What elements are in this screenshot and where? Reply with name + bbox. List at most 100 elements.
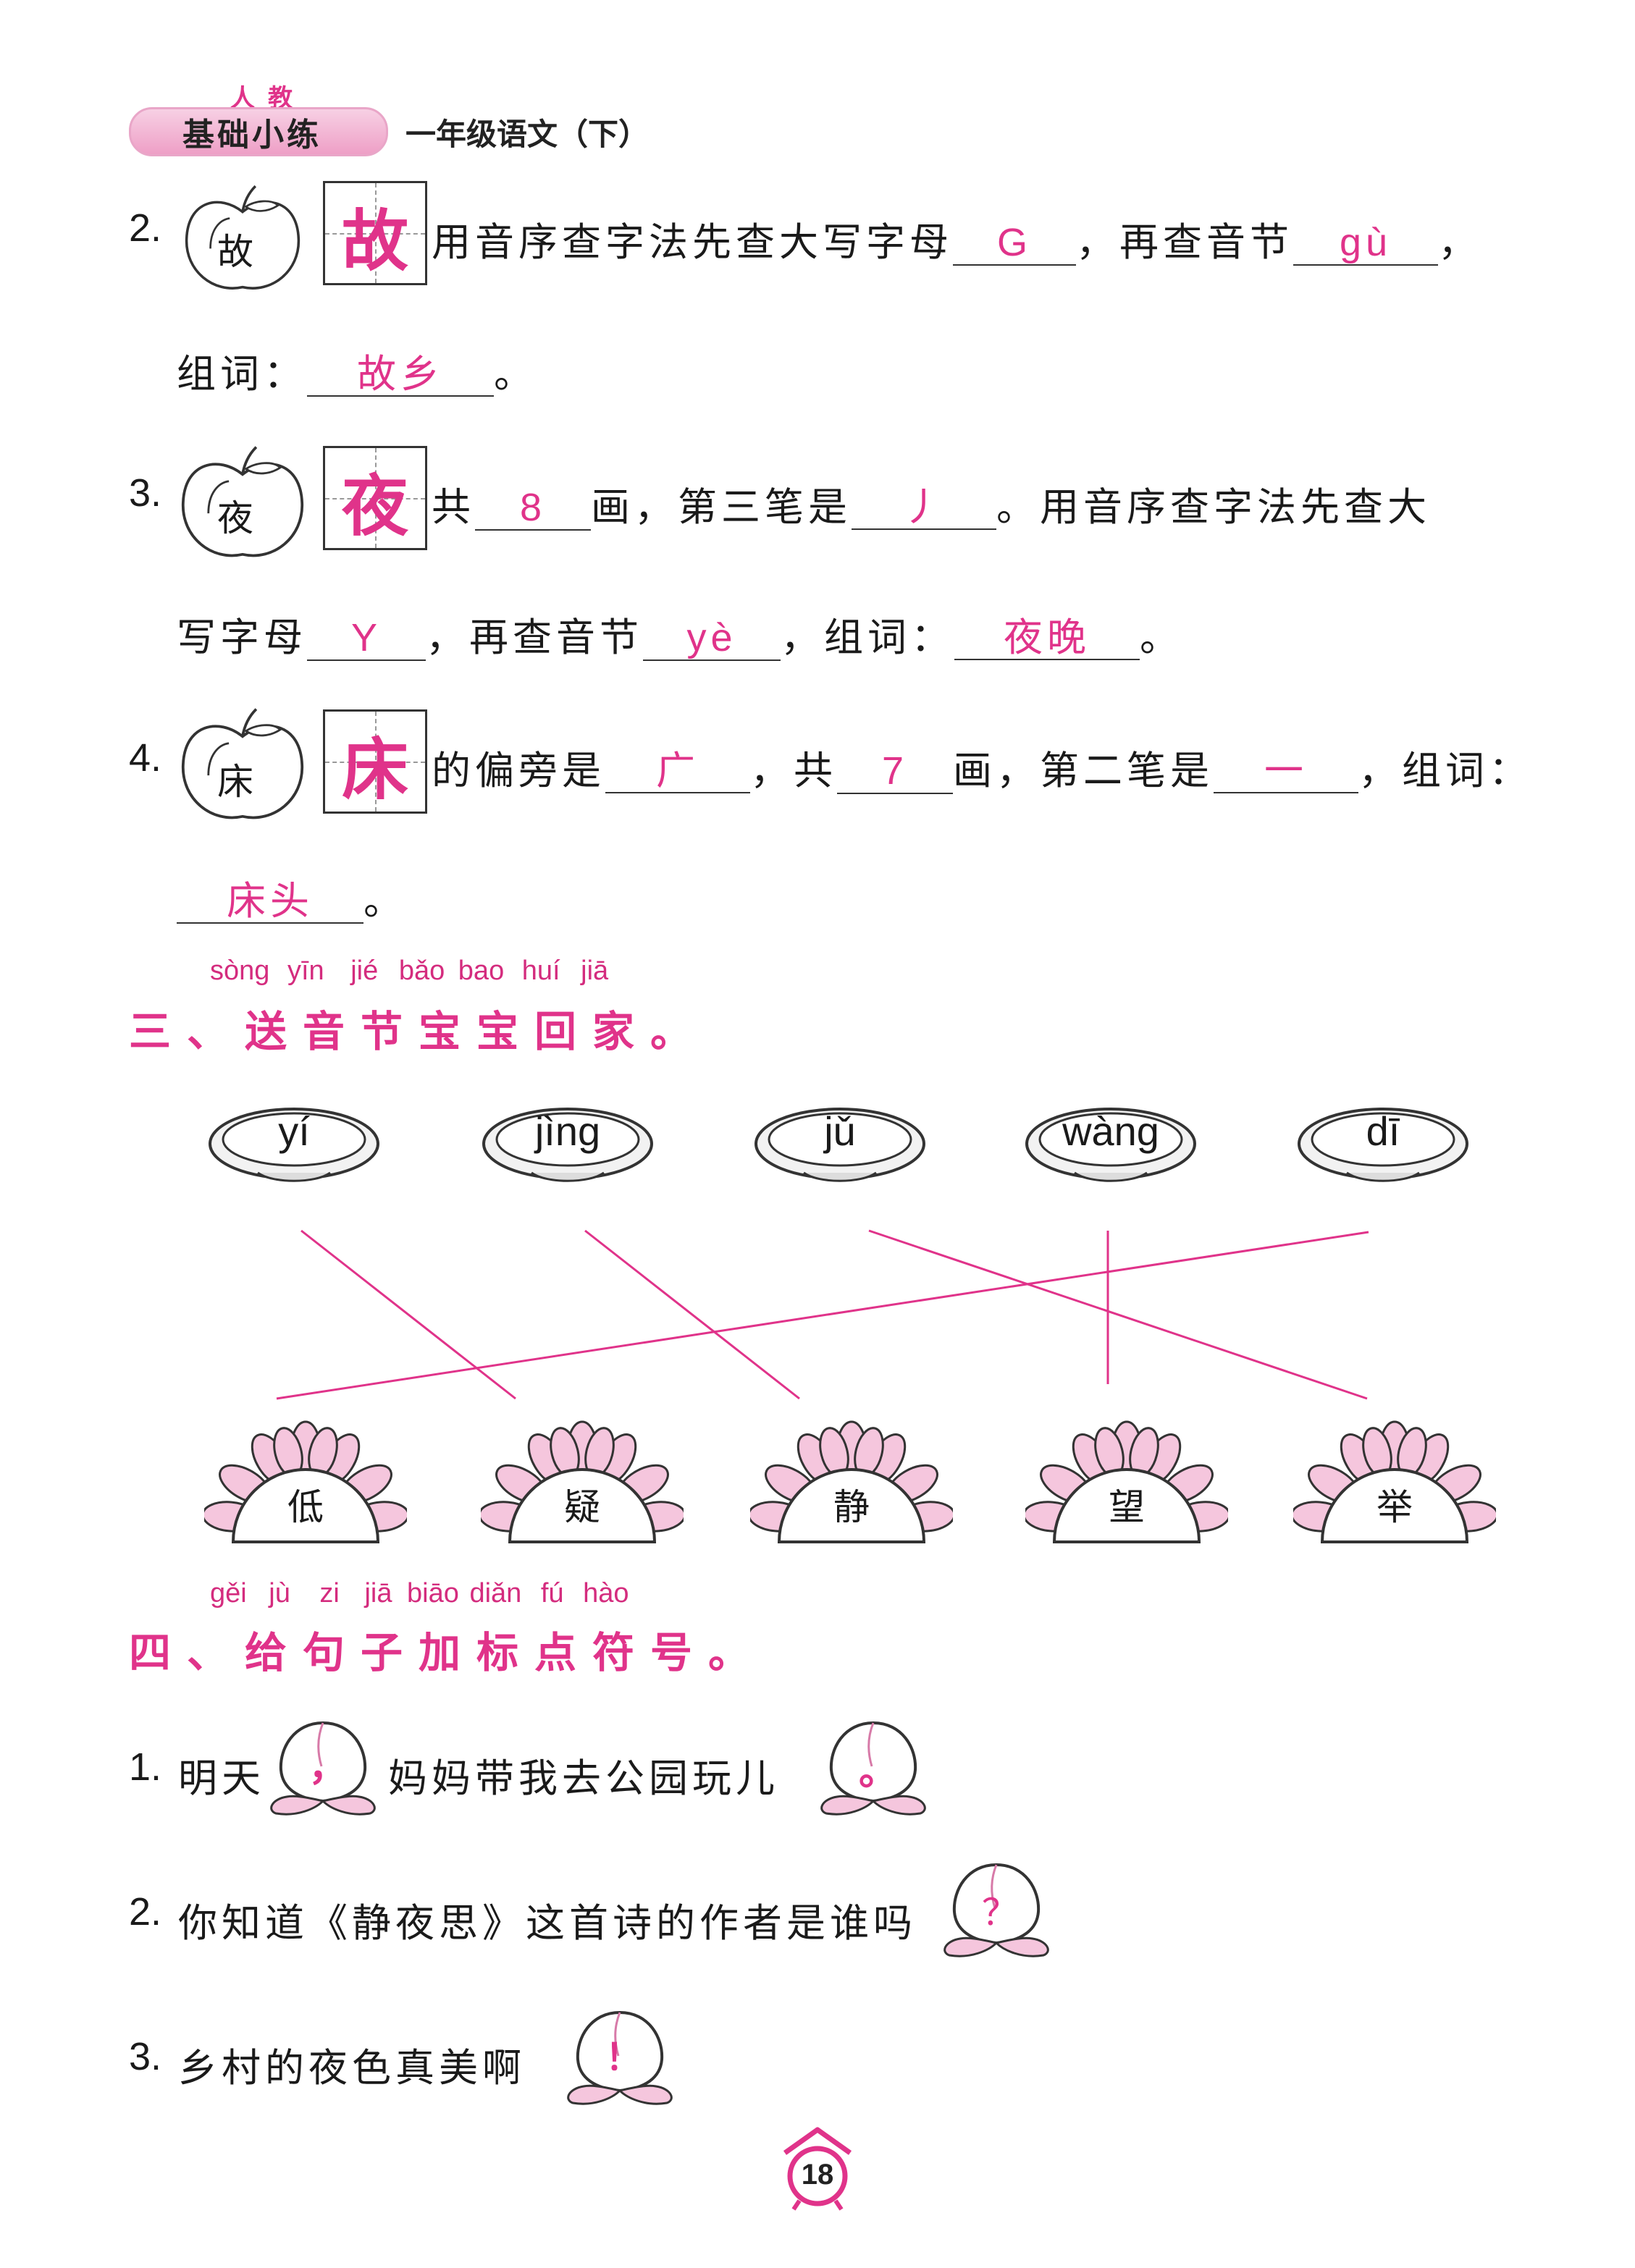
box-char: 故	[341, 202, 408, 280]
flower-char[interactable]: 静	[833, 1486, 870, 1528]
box-char: 床	[341, 730, 408, 809]
question-text: ，组词：	[1358, 748, 1532, 793]
punctuation-answer[interactable]: ，	[308, 1743, 348, 1789]
pinyin-syllable: fú	[540, 1578, 564, 1609]
question-text: 的偏旁是	[432, 748, 605, 793]
match-line	[300, 1229, 516, 1400]
punctuation-answer[interactable]: ？	[982, 1892, 1018, 1933]
box-char: 夜	[341, 467, 408, 545]
flower-char[interactable]: 望	[1109, 1486, 1145, 1528]
answer-blank-letter[interactable]: G	[953, 221, 1076, 266]
question-text: 写字母	[177, 615, 307, 660]
sentence-text: 你知道《静夜思》这首诗的作者是谁吗	[178, 1900, 917, 1946]
answer-blank-strokes[interactable]: 7	[837, 749, 953, 795]
question-text: ，再查音节	[1076, 219, 1293, 265]
section-title: 四、给句子加标点符号。	[129, 1628, 767, 1677]
pinyin-syllable: gěi	[210, 1578, 247, 1609]
pinyin-syllable: hào	[583, 1578, 629, 1609]
pinyin-syllable: diǎn	[469, 1578, 522, 1609]
section-3: sòng yīn jié bǎo bao huí jiā 三、送音节宝宝回家。 …	[0, 956, 1635, 1556]
question-number: 3.	[129, 471, 162, 515]
series-badge	[129, 107, 388, 156]
answer-blank-stroke[interactable]: 丿	[852, 486, 996, 531]
plate-syllable[interactable]: wàng	[1062, 1108, 1159, 1154]
plate-syllable[interactable]: yí	[278, 1108, 310, 1154]
question-text: 画，第二笔是	[953, 748, 1214, 793]
answer-blank-syllable[interactable]: gù	[1293, 221, 1438, 266]
question-text: 共	[432, 484, 475, 530]
match-line	[584, 1229, 800, 1400]
question-text: 。	[1140, 615, 1183, 660]
question-line-2: 组词：故乡。	[177, 342, 537, 399]
plate-syllable[interactable]: dī	[1366, 1108, 1400, 1154]
plate-syllable[interactable]: jìng	[534, 1108, 601, 1154]
question-line-2: 床头。	[177, 869, 407, 926]
sentence-text: 乡村的夜色真美啊	[178, 2045, 526, 2091]
punctuation-answer[interactable]: ！	[605, 2037, 642, 2078]
match-line	[276, 1231, 1369, 1400]
answer-blank-word[interactable]: 故乡	[307, 353, 494, 397]
question-number: 2.	[129, 206, 162, 250]
char-writing-box: 故	[323, 181, 427, 285]
question-text: ，再查音节	[426, 615, 643, 660]
question-text: ，共	[750, 748, 837, 793]
flower-char[interactable]: 举	[1376, 1486, 1413, 1528]
pinyin-syllable: yīn	[287, 956, 324, 986]
question-text: 。	[494, 351, 537, 397]
matching-lines	[276, 1229, 1369, 1400]
series-title: 基础小练	[182, 117, 321, 153]
question-text: 。用音序查字法先查大	[996, 484, 1431, 530]
answer-blank-stroke[interactable]: 一	[1214, 749, 1358, 794]
question-text: ，	[1438, 219, 1481, 265]
pinyin-syllable: jiā	[364, 1578, 392, 1609]
apple-char: 故	[217, 231, 253, 273]
answer-blank-word[interactable]: 床头	[177, 880, 363, 924]
answer-blank-radical[interactable]: 广	[605, 749, 750, 794]
question-text: 画，第三笔是	[591, 484, 852, 530]
pinyin-syllable: sòng	[210, 956, 270, 986]
question-text: ，组词：	[781, 615, 954, 660]
header: 人教 基础小练 一年级语文（下）	[0, 0, 1635, 174]
section-title: 三、送音节宝宝回家。	[129, 1007, 709, 1056]
answer-blank-strokes[interactable]: 8	[475, 486, 591, 531]
pinyin-syllable: zi	[319, 1578, 340, 1609]
pinyin-syllable: huí	[521, 956, 560, 986]
char-writing-box: 夜	[323, 446, 427, 550]
answer-blank-syllable[interactable]: yè	[643, 616, 781, 662]
clock-icon	[783, 2127, 852, 2211]
pinyin-syllable: jiā	[581, 956, 609, 986]
pinyin-syllable: bǎo	[398, 956, 445, 986]
question-text: 。	[363, 878, 407, 924]
sentence-text: 明天	[178, 1755, 265, 1801]
answer-blank-letter[interactable]: Y	[307, 616, 426, 662]
sentence-number: 1.	[129, 1745, 162, 1789]
plate-syllable[interactable]: jǔ	[824, 1108, 856, 1154]
pinyin-syllable: bao	[458, 956, 505, 986]
match-line	[868, 1229, 1368, 1400]
answer-blank-word[interactable]: 夜晚	[954, 616, 1140, 661]
sentence-number: 3.	[129, 2035, 162, 2078]
apple-char: 床	[217, 761, 253, 803]
sentence-text: 妈妈带我去公园玩儿	[388, 1755, 779, 1801]
question-text: 组词：	[177, 351, 307, 397]
page-subtitle: 一年级语文（下）	[405, 117, 650, 152]
apple-char: 夜	[217, 497, 253, 539]
punctuation-answer[interactable]: 。	[859, 1748, 898, 1794]
flower-char[interactable]: 疑	[564, 1486, 600, 1528]
section-4: gěi jù zi jiā biāo diǎn fú hào 四、给句子加标点符…	[0, 1578, 1635, 2143]
page-number-badge: 18	[778, 2125, 857, 2212]
section-pinyin: gěi jù zi jiā biāo diǎn fú hào	[210, 1578, 629, 1609]
pinyin-syllable: jié	[350, 956, 379, 986]
question-number: 4.	[129, 736, 162, 780]
char-writing-box: 床	[323, 709, 427, 814]
flower-char[interactable]: 低	[287, 1486, 324, 1528]
pinyin-syllable: jù	[269, 1578, 290, 1609]
sentence-number: 2.	[129, 1890, 162, 1934]
